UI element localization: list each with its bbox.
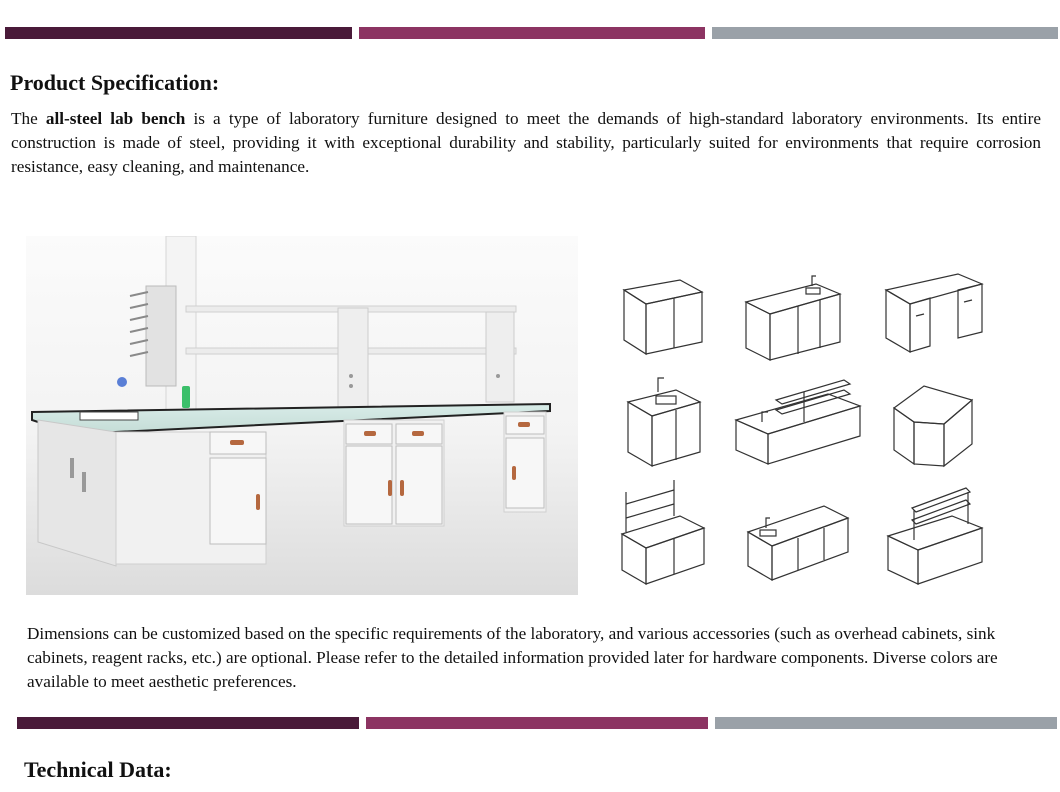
top-bar-dark	[5, 27, 352, 39]
variant-cabinet-plain	[612, 262, 722, 362]
top-bar-grey	[712, 27, 1058, 39]
variant-sink-cabinet	[616, 372, 726, 472]
variant-desk-bench	[880, 256, 990, 356]
bottom-bar-grey	[715, 717, 1057, 729]
top-bar-magenta	[359, 27, 705, 39]
dimensions-paragraph: Dimensions can be customized based on th…	[27, 624, 998, 691]
lab-bench-photo	[26, 236, 578, 595]
intro-paragraph: The all-steel lab bench is a type of lab…	[11, 107, 1041, 179]
technical-data-heading: Technical Data:	[24, 757, 172, 782]
product-specification-heading: Product Specification:	[10, 70, 220, 95]
variant-bench-with-overhead-shelf	[882, 480, 992, 585]
variant-bench-with-sink	[740, 262, 850, 362]
variant-bench-sink-long	[744, 488, 854, 588]
variant-bench-with-rack	[612, 478, 722, 586]
intro-prefix: The	[11, 109, 46, 128]
intro-rest: is a type of laboratory furniture design…	[11, 109, 1041, 176]
variant-island-bench-shelves	[732, 364, 862, 465]
bench-variants-grid	[612, 252, 998, 588]
variant-corner-cabinet	[884, 374, 994, 474]
bottom-bar-magenta	[366, 717, 708, 729]
intro-bold-term: all-steel lab bench	[45, 109, 186, 128]
bottom-bar-dark	[17, 717, 359, 729]
